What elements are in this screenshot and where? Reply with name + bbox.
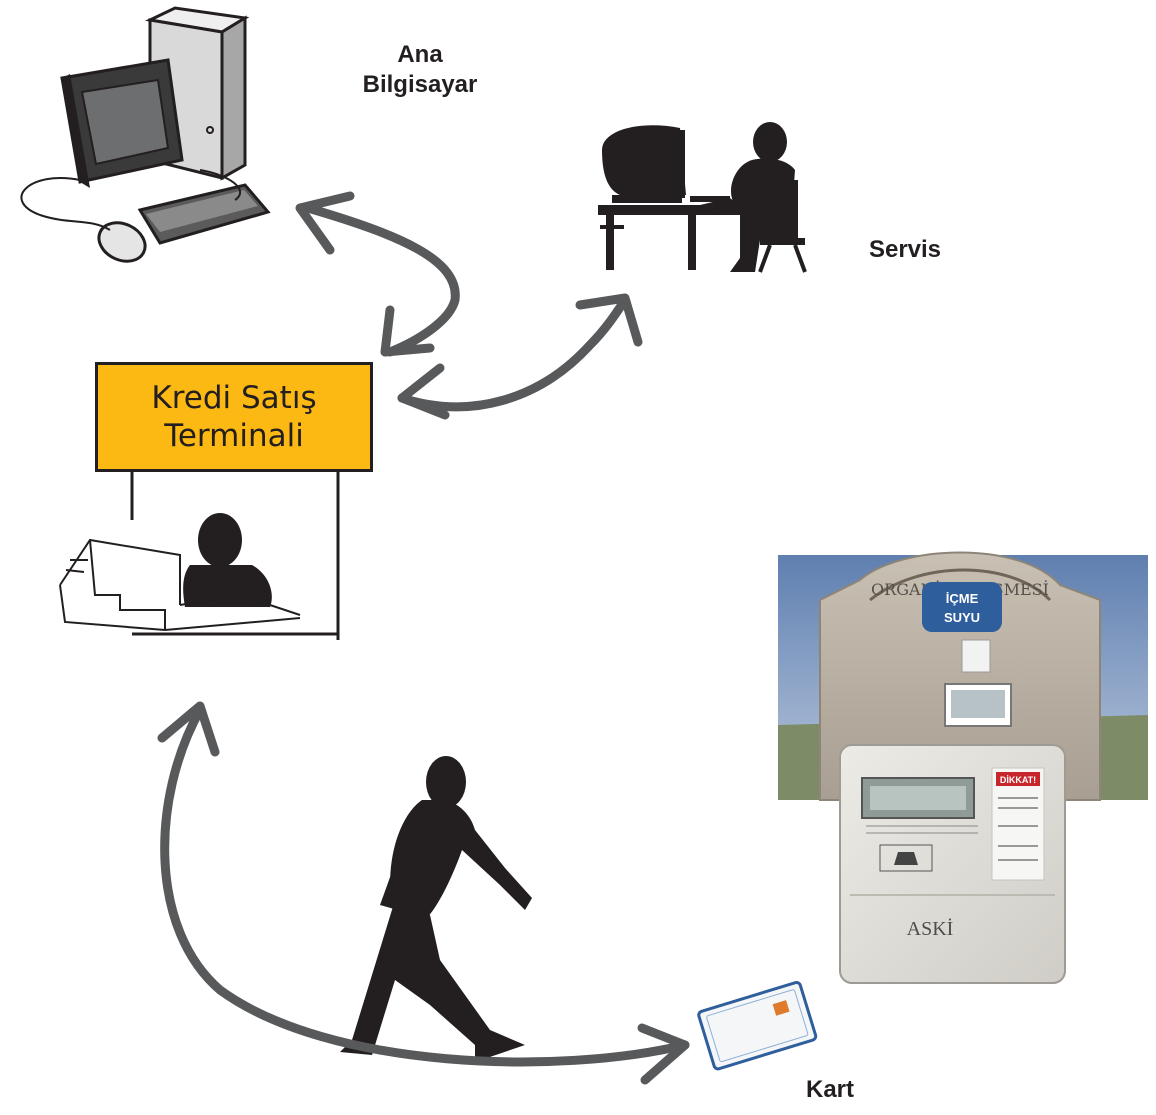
arrow-terminal-service: [397, 295, 630, 412]
card-label: Kart: [805, 1076, 854, 1103]
arrow-head-computer: [295, 191, 355, 255]
main-computer-label-line1: Ana: [397, 41, 443, 68]
terminal-booth-icon: [59, 470, 340, 640]
service-label: Servis: [868, 236, 942, 263]
arrow-card-terminal: [160, 705, 690, 1067]
building-sign-line2: SUYU: [944, 610, 980, 625]
walking-person-icon: [340, 756, 532, 1062]
main-computer-label-line2: Bilgisayar: [362, 71, 478, 98]
arrow-head-service: [575, 293, 643, 347]
terminal-sign: Kredi Satış Terminali: [95, 362, 373, 472]
arrow-head-terminal-bottom: [157, 701, 220, 757]
arrow-computer-terminal: [303, 203, 460, 357]
meter-warning-text: DİKKAT!: [1000, 775, 1036, 785]
meter-brand-text: ASKİ: [907, 917, 954, 940]
smart-card-icon: [697, 980, 818, 1071]
terminal-sign-line1: Kredi Satış: [151, 380, 317, 416]
building-sign-line1: İÇME: [946, 591, 979, 606]
arrow-head-terminal-right: [397, 363, 450, 420]
terminal-sign-line2: Terminali: [164, 418, 304, 454]
service-workstation-icon: [598, 122, 807, 273]
flow-arrows: [157, 191, 690, 1085]
arrow-head-card: [637, 1023, 690, 1085]
arrow-head-terminal-top: [380, 305, 435, 357]
main-computer-label: Ana Bilgisayar: [330, 40, 510, 100]
main-computer-icon: [20, 6, 271, 263]
water-meter-photo: ORGANİZE ÇEŞMESİ İÇME SUYU DİKKAT! A: [778, 551, 1148, 984]
